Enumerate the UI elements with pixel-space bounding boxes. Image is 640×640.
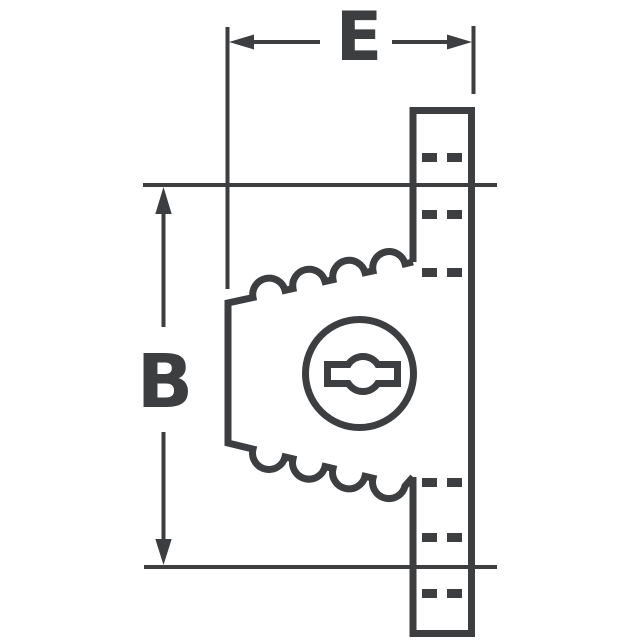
arrowhead-left-icon	[229, 34, 254, 50]
panel-strip-outline	[409, 107, 475, 637]
dash-mark	[447, 210, 462, 219]
dash-mark	[447, 153, 462, 162]
dash-mark	[422, 210, 437, 219]
dash-mark	[422, 533, 437, 542]
dimension-B: B	[137, 183, 497, 569]
lock-housing-outline	[224, 248, 416, 503]
dimension-E: E	[225, 0, 476, 289]
dash-mark	[422, 268, 437, 277]
arrowhead-right-icon	[447, 34, 472, 50]
dash-mark	[422, 153, 437, 162]
keyhole-icon	[324, 353, 401, 395]
arrowhead-down-icon	[155, 539, 172, 565]
dash-mark	[447, 478, 462, 487]
panel-strip	[409, 107, 475, 637]
lock-face-circle	[302, 316, 417, 431]
dimension-B-label: B	[137, 339, 193, 425]
dash-mark	[422, 478, 437, 487]
dash-mark	[447, 589, 462, 598]
dash-mark	[447, 268, 462, 277]
dash-mark	[422, 589, 437, 598]
arrowhead-up-icon	[155, 187, 172, 214]
dimension-E-label: E	[336, 0, 382, 77]
hidden-edge-dashes	[422, 153, 462, 598]
dash-mark	[447, 533, 462, 542]
